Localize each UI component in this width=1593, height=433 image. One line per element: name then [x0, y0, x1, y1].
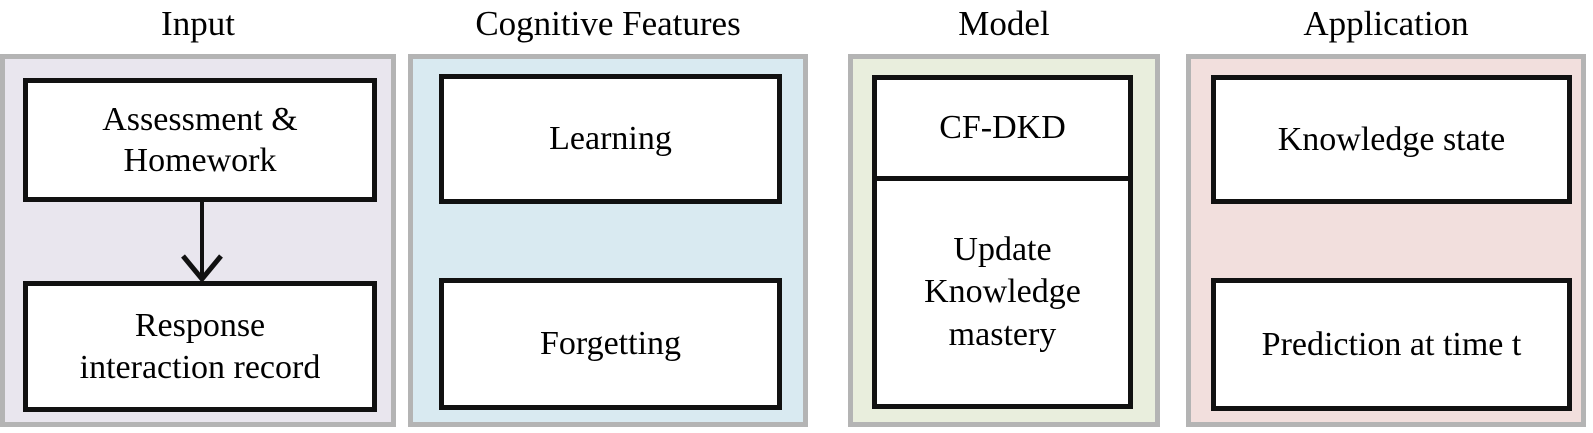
panel-application: Knowledge state Prediction at time t [1186, 54, 1586, 427]
box-learning-label: Learning [549, 120, 672, 158]
box-cf-dkd-label: CF-DKD [939, 109, 1066, 147]
panel-application-inner: Knowledge state Prediction at time t [1191, 59, 1581, 422]
box-knowledge-state[interactable]: Knowledge state [1211, 75, 1572, 204]
panel-cognitive-features-inner: Learning Forgetting [413, 59, 803, 422]
column-cognitive-features: Cognitive Features Learning Forgetting [408, 0, 808, 433]
arrow-assessment-to-response [181, 202, 223, 282]
column-title-application: Application [1303, 4, 1469, 43]
arrow-shaft [200, 202, 204, 278]
column-title-input: Input [161, 4, 235, 43]
column-application: Application Knowledge state Prediction a… [1186, 0, 1586, 433]
box-learning[interactable]: Learning [439, 74, 782, 204]
box-cf-dkd[interactable]: CF-DKD [877, 80, 1128, 181]
box-forgetting-label: Forgetting [539, 325, 682, 363]
box-prediction-at-time-t[interactable]: Prediction at time t [1211, 278, 1572, 411]
box-forgetting[interactable]: Forgetting [439, 278, 782, 410]
box-assessment-homework-label: Assessment &Homework [102, 100, 298, 179]
column-title-model: Model [958, 4, 1050, 43]
box-prediction-at-time-t-label: Prediction at time t [1261, 325, 1522, 363]
box-assessment-homework[interactable]: Assessment &Homework [23, 78, 377, 202]
box-knowledge-state-label: Knowledge state [1277, 120, 1506, 158]
column-title-cognitive-features: Cognitive Features [475, 4, 741, 43]
panel-cognitive-features: Learning Forgetting [408, 54, 808, 427]
arrow-head-icon [181, 254, 223, 282]
